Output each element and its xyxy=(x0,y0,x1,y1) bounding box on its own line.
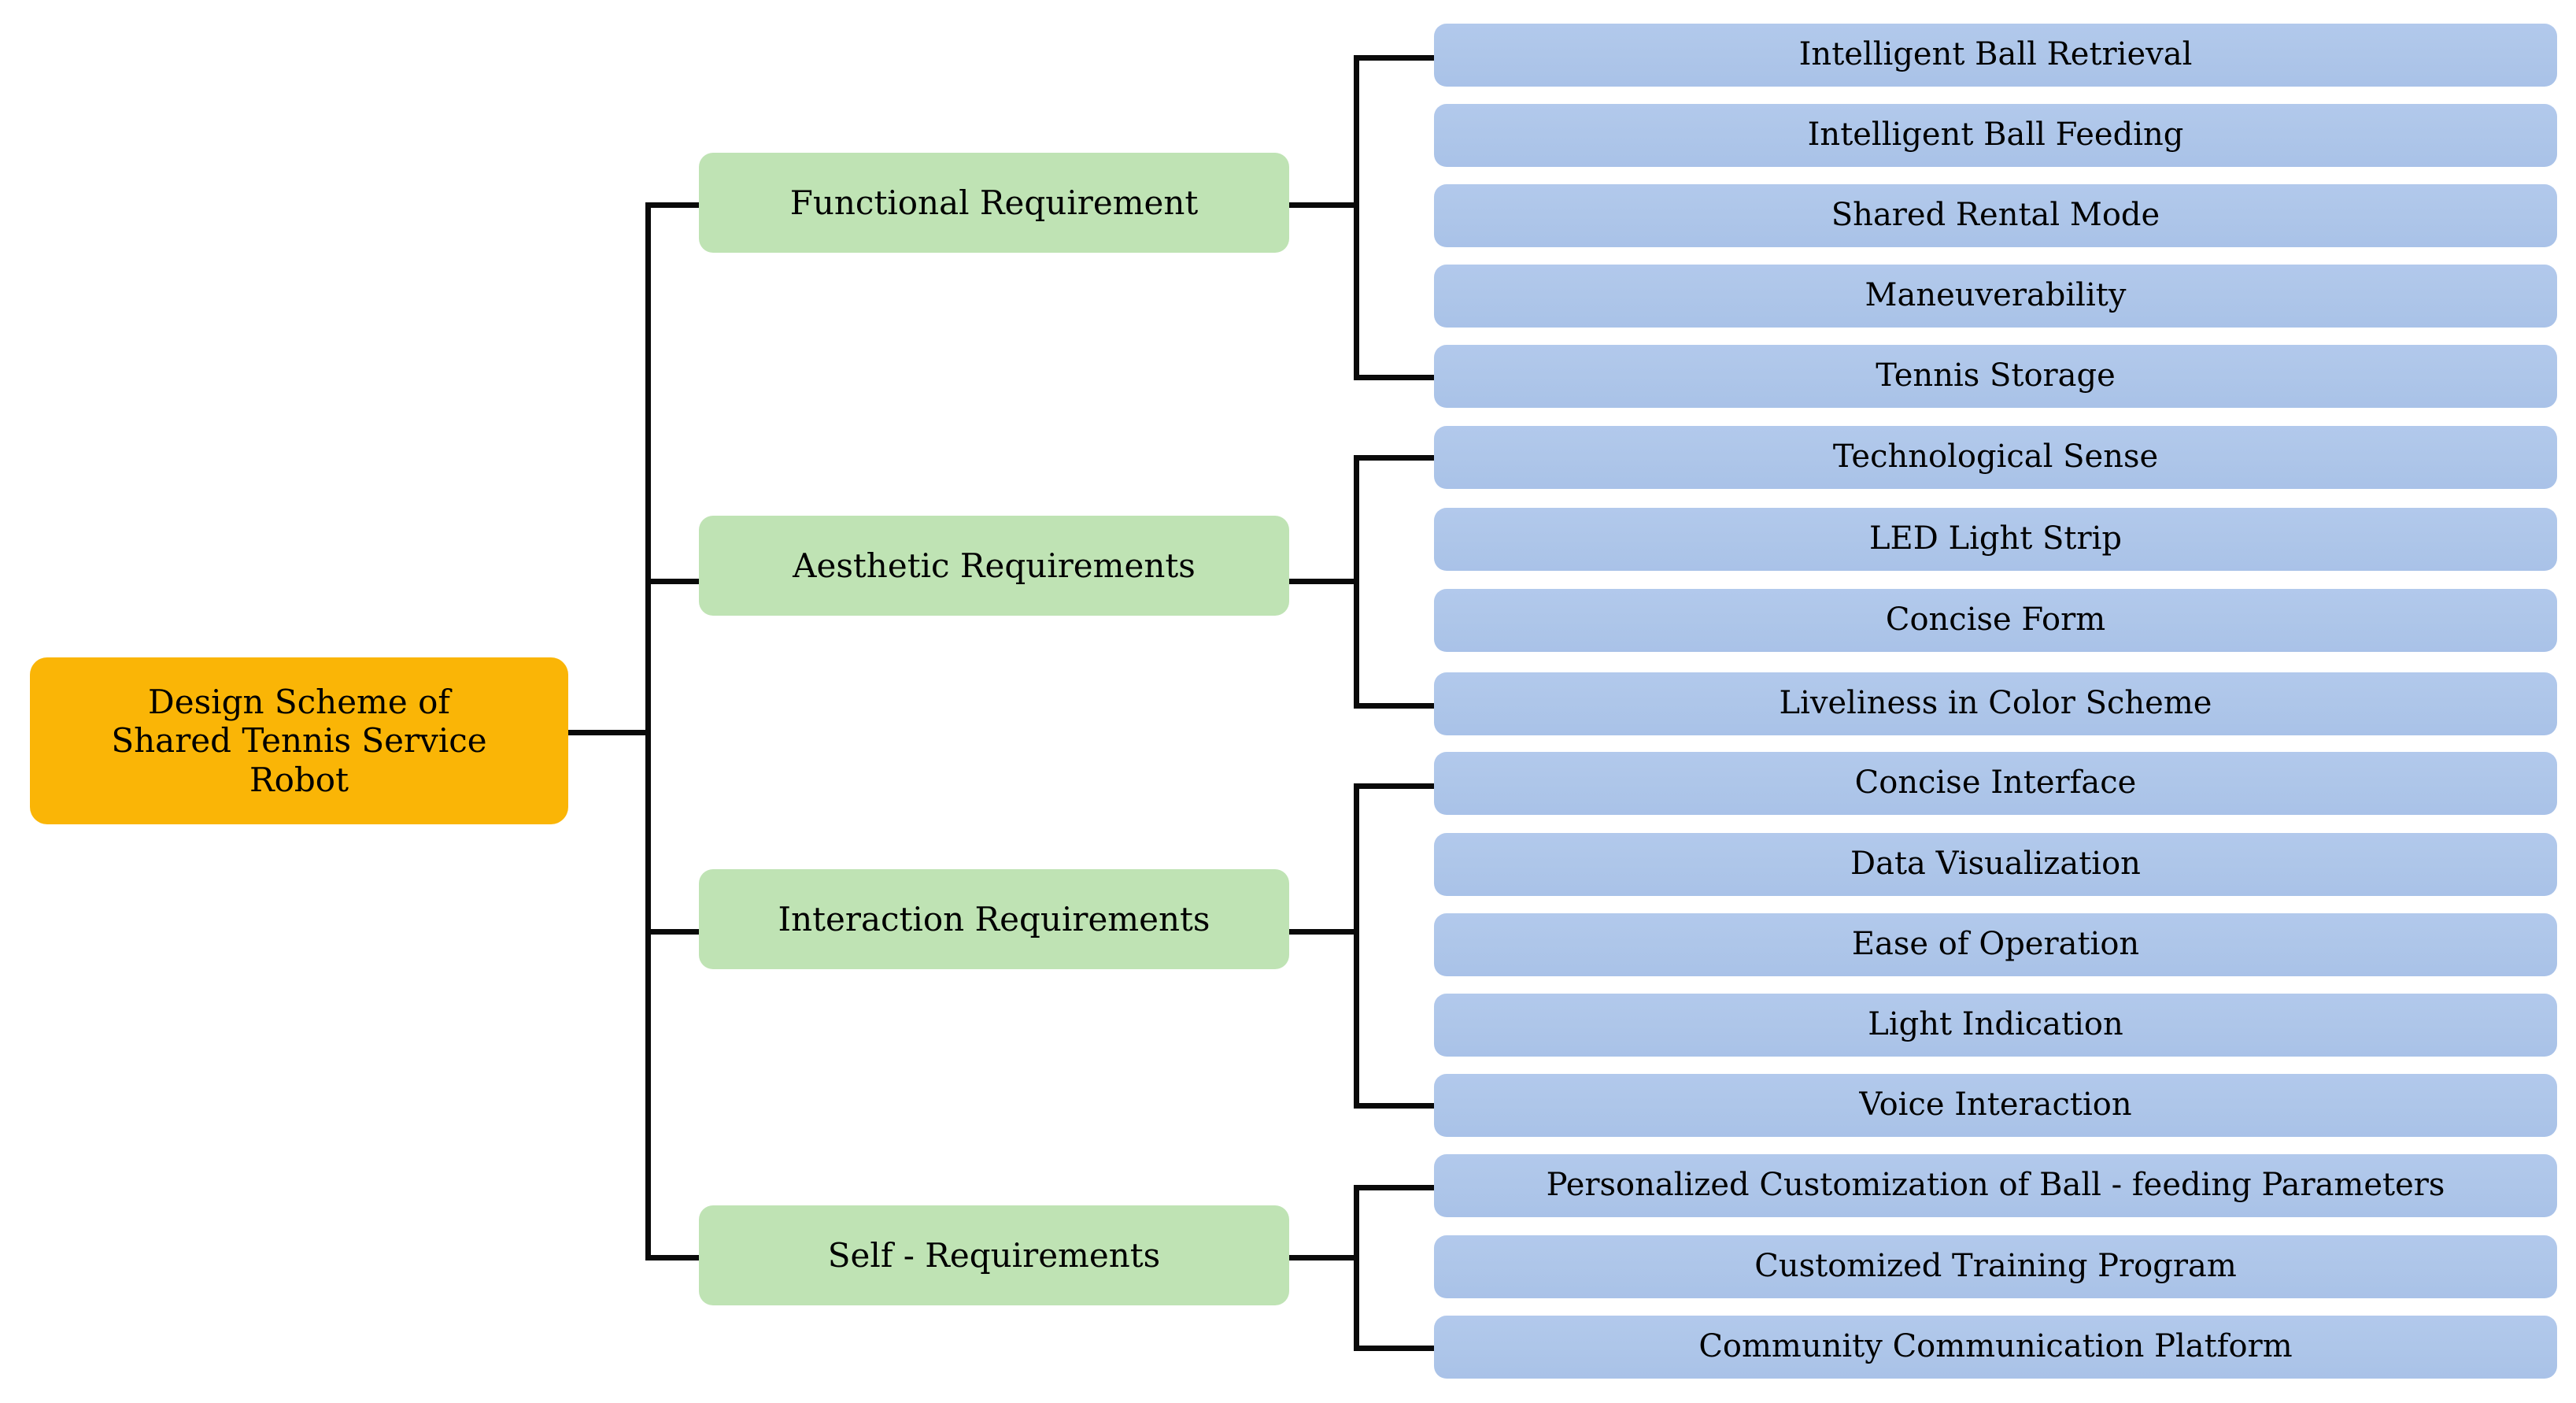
category-node-2[interactable]: Aesthetic Requirements xyxy=(699,516,1289,616)
leaf-node-3-1-label: Concise Interface xyxy=(1854,764,2137,801)
leaf-node-2-3-label: Concise Form xyxy=(1885,602,2106,639)
category-node-4[interactable]: Self - Requirements xyxy=(699,1205,1289,1305)
leaf-node-3-5-label: Voice Interaction xyxy=(1859,1086,2132,1124)
category-node-1[interactable]: Functional Requirement xyxy=(699,153,1289,253)
leaf-node-1-5-label: Tennis Storage xyxy=(1876,357,2116,394)
leaf-node-1-4-label: Maneuverability xyxy=(1865,277,2127,314)
category-node-3[interactable]: Interaction Requirements xyxy=(699,869,1289,969)
connector-category-1-spine xyxy=(1354,55,1359,380)
category-node-2-label: Aesthetic Requirements xyxy=(793,546,1196,585)
root-node-label: Design Scheme of Shared Tennis Service R… xyxy=(111,683,486,800)
leaf-node-4-2-label: Customized Training Program xyxy=(1754,1248,2237,1285)
root-node-line-1: Design Scheme of xyxy=(148,682,450,721)
leaf-node-3-4-label: Light Indication xyxy=(1868,1006,2123,1043)
leaf-node-4-2[interactable]: Customized Training Program xyxy=(1434,1235,2557,1298)
connector-category-3-stub xyxy=(1289,929,1359,935)
leaf-node-3-2-label: Data Visualization xyxy=(1850,846,2141,883)
leaf-node-1-5[interactable]: Tennis Storage xyxy=(1434,345,2557,408)
leaf-node-4-1[interactable]: Personalized Customization of Ball - fee… xyxy=(1434,1154,2557,1217)
connector-category-2-branch xyxy=(645,579,701,584)
connector-category-2-stub xyxy=(1289,579,1359,584)
connector-category-1-stub xyxy=(1289,202,1359,208)
leaf-node-3-2[interactable]: Data Visualization xyxy=(1434,833,2557,896)
leaf-node-3-5[interactable]: Voice Interaction xyxy=(1434,1074,2557,1137)
leaf-node-4-1-label: Personalized Customization of Ball - fee… xyxy=(1546,1167,2445,1204)
leaf-node-4-3-label: Community Communication Platform xyxy=(1698,1328,2293,1365)
leaf-node-1-1-label: Intelligent Ball Retrieval xyxy=(1798,36,2193,73)
root-node[interactable]: Design Scheme of Shared Tennis Service R… xyxy=(30,657,568,824)
connector-category-1-branch xyxy=(645,202,701,208)
connector-leaf-3-1 xyxy=(1354,783,1437,789)
category-node-1-label: Functional Requirement xyxy=(789,183,1199,222)
leaf-node-2-3[interactable]: Concise Form xyxy=(1434,589,2557,652)
leaf-node-2-2[interactable]: LED Light Strip xyxy=(1434,508,2557,571)
connector-category-3-branch xyxy=(645,929,701,935)
leaf-node-4-3[interactable]: Community Communication Platform xyxy=(1434,1316,2557,1379)
connector-leaf-4-1 xyxy=(1354,1185,1437,1190)
connector-leaf-2-1 xyxy=(1354,455,1437,461)
leaf-node-3-1[interactable]: Concise Interface xyxy=(1434,752,2557,815)
root-node-line-3: Robot xyxy=(249,760,349,799)
category-node-3-label: Interaction Requirements xyxy=(778,899,1210,938)
connector-leaf-1-1 xyxy=(1354,55,1437,61)
leaf-node-1-4[interactable]: Maneuverability xyxy=(1434,265,2557,328)
leaf-node-3-3[interactable]: Ease of Operation xyxy=(1434,913,2557,976)
connector-root-stub xyxy=(568,730,651,735)
leaf-node-2-4-label: Liveliness in Color Scheme xyxy=(1779,685,2212,722)
connector-category-4-branch xyxy=(645,1255,701,1260)
leaf-node-1-3-label: Shared Rental Mode xyxy=(1831,197,2160,234)
leaf-node-1-2-label: Intelligent Ball Feeding xyxy=(1807,117,2184,154)
leaf-node-1-1[interactable]: Intelligent Ball Retrieval xyxy=(1434,24,2557,87)
leaf-node-2-2-label: LED Light Strip xyxy=(1868,520,2123,557)
category-node-4-label: Self - Requirements xyxy=(827,1235,1161,1275)
connector-leaf-1-5 xyxy=(1354,375,1437,380)
leaf-node-2-1-label: Technological Sense xyxy=(1832,439,2159,476)
connector-category-3-spine xyxy=(1354,783,1359,1109)
leaf-node-1-3[interactable]: Shared Rental Mode xyxy=(1434,184,2557,247)
connector-category-2-spine xyxy=(1354,455,1359,709)
leaf-node-2-4[interactable]: Liveliness in Color Scheme xyxy=(1434,672,2557,735)
connector-leaf-2-4 xyxy=(1354,703,1437,709)
connector-leaf-3-5 xyxy=(1354,1103,1437,1109)
connector-category-4-spine xyxy=(1354,1185,1359,1351)
connector-category-4-stub xyxy=(1289,1255,1359,1260)
leaf-node-3-4[interactable]: Light Indication xyxy=(1434,994,2557,1057)
leaf-node-2-1[interactable]: Technological Sense xyxy=(1434,426,2557,489)
leaf-node-3-3-label: Ease of Operation xyxy=(1851,926,2140,963)
connector-root-spine xyxy=(645,205,651,1258)
root-node-line-2: Shared Tennis Service xyxy=(111,721,487,761)
leaf-node-1-2[interactable]: Intelligent Ball Feeding xyxy=(1434,104,2557,167)
connector-leaf-4-3 xyxy=(1354,1346,1437,1351)
